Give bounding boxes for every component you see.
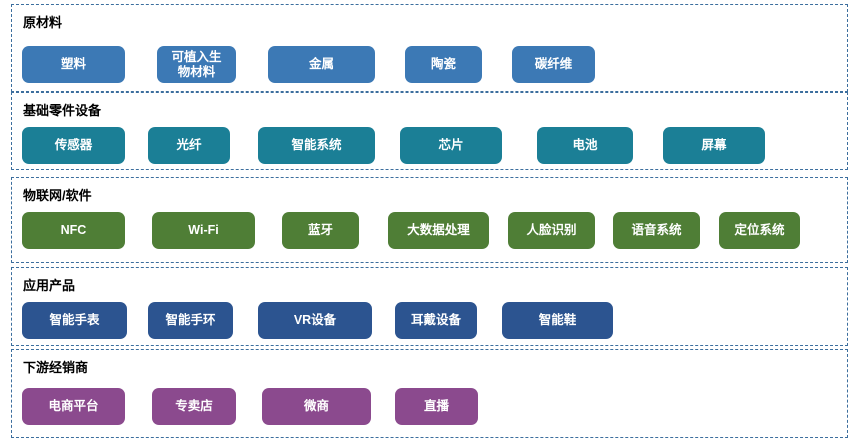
node-basic-parts-5[interactable]: 电池 (537, 127, 633, 164)
node-downstream-distributors-2[interactable]: 专卖店 (152, 388, 236, 425)
node-application-products-2[interactable]: 智能手环 (148, 302, 233, 339)
node-downstream-distributors-1[interactable]: 电商平台 (22, 388, 125, 425)
node-raw-materials-4[interactable]: 陶瓷 (405, 46, 482, 83)
node-downstream-distributors-4[interactable]: 直播 (395, 388, 478, 425)
node-iot-software-2[interactable]: Wi-Fi (152, 212, 255, 249)
section-title-basic-parts: 基础零件设备 (23, 103, 102, 118)
node-raw-materials-1[interactable]: 塑料 (22, 46, 125, 83)
section-title-iot-software: 物联网/软件 (23, 188, 92, 203)
node-raw-materials-3[interactable]: 金属 (268, 46, 375, 83)
node-iot-software-5[interactable]: 人脸识别 (508, 212, 595, 249)
node-basic-parts-6[interactable]: 屏幕 (663, 127, 765, 164)
section-title-downstream-distributors: 下游经销商 (23, 360, 89, 375)
node-basic-parts-3[interactable]: 智能系统 (258, 127, 375, 164)
section-title-application-products: 应用产品 (23, 278, 76, 293)
node-iot-software-7[interactable]: 定位系统 (719, 212, 800, 249)
node-application-products-5[interactable]: 智能鞋 (502, 302, 613, 339)
node-application-products-1[interactable]: 智能手表 (22, 302, 127, 339)
node-iot-software-4[interactable]: 大数据处理 (388, 212, 489, 249)
node-basic-parts-1[interactable]: 传感器 (22, 127, 125, 164)
node-basic-parts-4[interactable]: 芯片 (400, 127, 502, 164)
node-basic-parts-2[interactable]: 光纤 (148, 127, 230, 164)
node-iot-software-6[interactable]: 语音系统 (613, 212, 700, 249)
node-application-products-4[interactable]: 耳戴设备 (395, 302, 477, 339)
node-raw-materials-2[interactable]: 可植入生 物材料 (157, 46, 236, 83)
section-title-raw-materials: 原材料 (23, 15, 63, 30)
node-iot-software-3[interactable]: 蓝牙 (282, 212, 359, 249)
node-iot-software-1[interactable]: NFC (22, 212, 125, 249)
node-raw-materials-5[interactable]: 碳纤维 (512, 46, 595, 83)
node-downstream-distributors-3[interactable]: 微商 (262, 388, 371, 425)
node-application-products-3[interactable]: VR设备 (258, 302, 372, 339)
